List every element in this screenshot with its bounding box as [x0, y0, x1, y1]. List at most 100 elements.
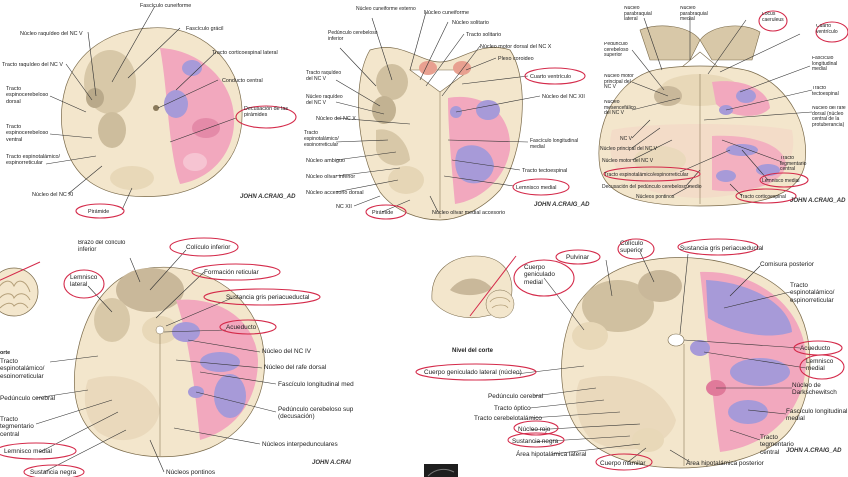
label-fasciculo-longitudinal-medial: Fascículo longitudinal medial	[530, 138, 579, 150]
label-pedunculo-cerebeloso-superior: Pedúnculo cerebeloso superior	[604, 42, 629, 59]
label-decusacion-pedunculo: Decusación del pedúnculo cerebeloso medi…	[602, 184, 702, 190]
brain-sagittal-inset	[431, 255, 517, 319]
label-nucleo-olivar-inferior: Núcleo olivar inferior	[306, 174, 355, 180]
label-tracto-tegmentario-central: Tracto tegmentario central	[0, 416, 34, 436]
label-fasciculo-gracil: Fascículo grácil	[186, 26, 223, 32]
label-tracto-corticoespinal: Tracto corticoespinal	[740, 194, 786, 200]
label-nucleo-rafe-dorsal: Núcleo del rafe dorsal (núcleo central d…	[812, 106, 846, 128]
signature: JOHN A.CRAI	[312, 460, 351, 466]
label-lemnisco-medial: Lemnisco medial	[762, 178, 800, 184]
label-nucleo-rafe-dorsal: Núcleo del rafe dorsal	[264, 364, 326, 371]
label-piramide: Pirámide	[372, 210, 393, 216]
label-tracto-cerebelotalamico: Tracto cerebelotalámico	[474, 415, 542, 422]
label-sustancia-gris-periacueductal: Sustancia gris periacueductal	[226, 294, 309, 301]
label-tracto-tectoespinal: Tracto tectoespinal	[812, 86, 839, 97]
label-nucleo-nc-iv: Núcleo del NC IV	[262, 348, 312, 355]
label-nucleo-cuneiforme-externo: Núcleo cuneiforme externo	[356, 6, 416, 12]
label-cuerpo-mamilar: Cuerpo mamilar	[600, 460, 646, 467]
label-fasciculo-longitudinal-medial: Fascículo longitudinal medial	[786, 408, 848, 423]
label-cuerpo-geniculado-medial: Cuerpo geniculado medial	[524, 264, 555, 286]
label-tracto-optico: Tracto óptico	[494, 405, 531, 412]
label-pulvinar: Pulvinar	[566, 254, 590, 261]
label-nucleo-motor-ncv: Núcleo motor del NC V	[602, 158, 654, 164]
label-nucleos-pontinos: Núcleos pontinos	[636, 194, 675, 200]
label-tracto-espinocerebeloso-ventral: Tracto espinocerebeloso ventral	[6, 124, 49, 143]
label-lemnisco-medial: Lemnisco medial	[806, 358, 834, 373]
label-pedunculo-cerebeloso-inferior: Pedúnculo cerebeloso inferior	[328, 30, 378, 42]
label-lemnisco-medial: Lemnisco medial	[516, 185, 556, 191]
label-nucleo-rojo: Núcleo rojo	[518, 426, 551, 433]
label-nucleo-accesorio-dorsal: Núcleo accesorio dorsal	[306, 190, 364, 196]
label-acueducto: Acueducto	[226, 324, 257, 331]
label-decusacion-piramides: Decusación de las pirámides	[244, 106, 289, 119]
label-nucleo-parabraquial-medial: Núcleo parabraquial medial	[680, 6, 708, 23]
label-nucleo-raquideo-ncv: Núcleo raquídeo del NC V	[306, 94, 343, 106]
label-tracto-solitario: Tracto solitario	[466, 32, 501, 38]
label-nc-xii: NC XII	[336, 204, 352, 210]
label-fasciculo-cuneiforme: Fascículo cuneiforme	[140, 3, 191, 9]
label-nivel-corte-fragment: orte	[0, 350, 10, 356]
panel-medulla-open: Núcleo cuneiforme externo Núcleo cuneifo…	[304, 6, 590, 221]
label-tracto-espinotalamico: Tracto espinotalámico/ espinorreticular	[790, 282, 835, 304]
signature: JOHN A.CRAIG_AD	[534, 202, 590, 208]
label-tracto-corticoespinal-lateral: Tracto corticoespinal lateral	[212, 50, 278, 56]
label-pedunculo-cerebral: Pedúnculo cerebral	[0, 395, 55, 402]
dark-thumbnail-fragment	[424, 464, 458, 477]
label-nc-v: NC V	[620, 136, 633, 142]
panel-pons: Núcleo parabraquial lateral Núcleo parab…	[598, 6, 848, 207]
signature: JOHN A.CRAIG_AD	[790, 198, 846, 204]
label-tracto-espinotalamico: Tracto espinotalámico/espinorreticular	[604, 172, 689, 178]
label-cuarto-ventriculo: Cuarto ventrículo	[816, 24, 838, 35]
label-nucleo-parabraquial-lateral: Núcleo parabraquial lateral	[624, 6, 652, 23]
label-tracto-tectoespinal: Tracto tectoespinal	[522, 168, 567, 174]
label-nucleos-interpedunculares: Núcleos interpedunculares	[262, 441, 338, 448]
label-sustancia-gris-periacueductal: Sustancia gris periacueductal	[680, 245, 763, 252]
label-pedunculo-cerebral: Pedúnculo cerebral	[488, 393, 543, 400]
label-nucleo-cuneiforme: Núcleo cuneiforme	[424, 10, 469, 16]
label-area-hipotalamica-lateral: Área hipotalámica lateral	[516, 449, 586, 458]
label-cuarto-ventriculo: Cuarto ventrículo	[530, 74, 571, 80]
label-locus-caeruleus: Locus caeruleus	[762, 12, 784, 23]
label-plexo-coroideo: Plexo coroideo	[498, 56, 534, 62]
panel-medulla-closed: Fascículo cuneiforme Fascículo grácil Nú…	[2, 3, 297, 219]
label-cuerpo-geniculado-lateral: Cuerpo geniculado lateral (núcleo)	[424, 369, 522, 376]
label-nucleo-motor-dorsal-ncx: Núcleo motor dorsal del NC X	[480, 44, 552, 50]
panel-midbrain-inferior: orte	[0, 237, 354, 477]
label-sustancia-negra: Sustancia negra	[30, 469, 77, 476]
label-formacion-reticular: Formación reticular	[204, 269, 260, 276]
label-nucleo-motor-principal-ncv: Núcleo motor principal del NC V	[604, 74, 634, 91]
label-lemnisco-lateral: Lemnisco lateral	[70, 274, 98, 289]
label-nucleos-pontinos: Núcleos pontinos	[166, 469, 215, 476]
label-lemnisco-medial: Lemnisco medial	[4, 448, 52, 455]
label-nucleo-nc-xi: Núcleo del NC XI	[32, 192, 73, 198]
label-nucleo-principal-ncv: Núcleo principal del NC V	[600, 146, 658, 152]
label-tracto-espinotalamico: Tracto espinotalámico/ espinorreticular	[304, 130, 339, 146]
label-coliculo-superior: Colículo superior	[620, 240, 644, 255]
label-pedunculo-cerebeloso-sup: Pedúnculo cerebeloso sup (decusación)	[278, 406, 354, 421]
label-nucleo-ambiguo: Núcleo ambiguo	[306, 158, 345, 164]
label-tracto-espinotalamico: Tracto espinotalámico/ espinorreticular	[0, 358, 45, 378]
label-nucleo-mesencefalico-ncv: Núcleo mesencefálico del NC V	[604, 100, 636, 117]
panel-midbrain-superior: Nivel del corte	[415, 238, 848, 471]
label-nivel-corte: Nivel del corte	[452, 348, 494, 354]
label-area-hipotalamica-posterior: Área hipotalámica posterior	[686, 458, 765, 467]
label-acueducto: Acueducto	[800, 345, 831, 352]
label-tracto-tegmentario-central: Tracto tegmentario central	[760, 434, 794, 454]
label-nucleo-olivar-medial-accesorio: Núcleo olivar medial accesorio	[432, 210, 505, 216]
label-tracto-espinocerebeloso-dorsal: Tracto espinocerebeloso dorsal	[6, 86, 49, 105]
label-tracto-espinotalamico: Tracto espinotalámico/ espinorreticular	[6, 154, 61, 167]
label-nucleo-nc-xii: Núcleo del NC XII	[542, 94, 585, 100]
signature: JOHN A.CRAIG_AD	[240, 194, 296, 200]
label-tracto-raquideo-ncv: Tracto raquídeo del NC V	[2, 62, 63, 68]
cerebellum-inset	[0, 261, 41, 317]
label-fasciculo-longitudinal-medial: Fascículo longitudinal medial	[812, 56, 838, 73]
label-nucleo-solitario: Núcleo solitario	[452, 20, 489, 26]
label-comisura-posterior: Comisura posterior	[760, 261, 815, 268]
label-coliculo-inferior: Colículo inferior	[186, 244, 231, 251]
medulla-closed-pink-tract	[160, 48, 235, 184]
label-nucleo-nc-x: Núcleo del NC X	[316, 116, 356, 122]
label-piramide: Pirámide	[88, 209, 109, 215]
label-tracto-raquideo-ncv: Tracto raquídeo del NC V	[306, 70, 342, 82]
label-nucleo-raquideo-ncv: Núcleo raquídeo del NC V	[20, 31, 83, 37]
